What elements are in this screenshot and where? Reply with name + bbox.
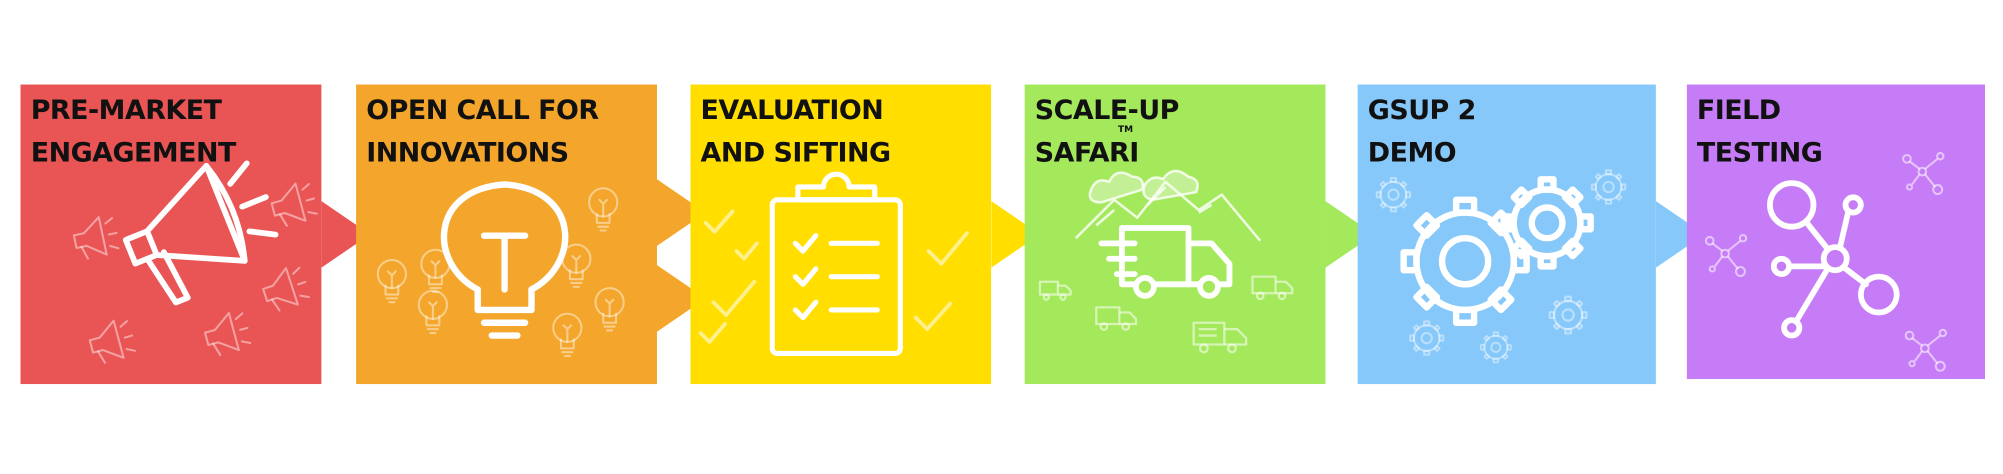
clipboard-checklist-icon xyxy=(690,84,992,385)
arrow-right-icon xyxy=(656,179,706,246)
trademark-mark: TM xyxy=(1118,124,1134,135)
step-open-call-for-innovations: OPEN CALL FOR INNOVATIONS xyxy=(356,84,657,385)
step-title: EVALUATION AND SIFTING xyxy=(700,94,892,168)
arrow-right-icon xyxy=(1655,201,1705,268)
step-title: OPEN CALL FOR INNOVATIONS xyxy=(366,94,599,168)
gears-icon xyxy=(1357,84,1656,385)
step-background xyxy=(690,84,992,385)
step-scale-up-safari: SCALE-UP SAFARI TM xyxy=(1024,84,1326,385)
arrow-right-icon xyxy=(321,201,371,268)
step-background xyxy=(1024,84,1326,385)
arrow-right-icon xyxy=(991,201,1040,268)
step-title: GSUP 2 DEMO xyxy=(1367,94,1477,168)
step-title: SCALE-UP SAFARI xyxy=(1034,94,1180,168)
delivery-truck-icon xyxy=(1024,84,1326,385)
step-evaluation-and-sifting: EVALUATION AND SIFTING xyxy=(690,84,992,385)
arrow-right-icon xyxy=(1325,201,1375,268)
step-title: FIELD TESTING xyxy=(1696,94,1823,168)
step-field-testing: FIELD TESTING xyxy=(1686,84,1986,380)
step-pre-market-engagement: PRE-MARKET ENGAGEMENT xyxy=(20,84,322,385)
network-nodes-icon xyxy=(1686,84,1986,380)
step-background xyxy=(1686,84,1986,380)
step-title: PRE-MARKET ENGAGEMENT xyxy=(30,94,237,168)
arrow-right-icon xyxy=(656,265,706,332)
megaphone-icon xyxy=(20,84,322,385)
step-gsup-2-demo: GSUP 2 DEMO xyxy=(1357,84,1656,385)
lightbulb-icon xyxy=(356,84,657,385)
